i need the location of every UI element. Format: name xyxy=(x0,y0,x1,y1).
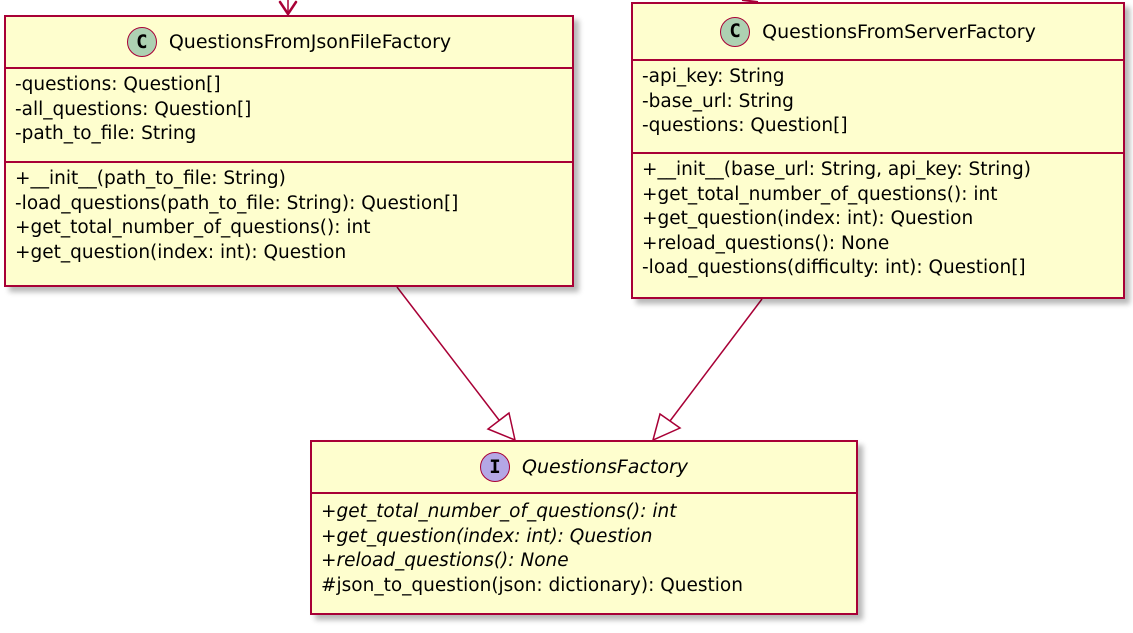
class-name: QuestionsFromServerFactory xyxy=(762,20,1036,43)
abstract-method: +reload_questions(): None xyxy=(321,550,569,571)
method: +get_question(index: int): Question xyxy=(15,241,347,263)
class-stereotype-icon: C xyxy=(126,27,157,57)
attribute: -all_questions: Question[] xyxy=(15,98,252,120)
attribute: -base_url: String xyxy=(642,90,794,112)
method: #json_to_question(json: dictionary): Que… xyxy=(321,574,743,596)
method: +__init__(base_url: String, api_key: Str… xyxy=(642,159,1031,180)
method: +reload_questions(): None xyxy=(642,232,890,254)
method: -load_questions(difficulty: int): Questi… xyxy=(642,257,1026,278)
methods-section: +get_total_number_of_questions(): int +g… xyxy=(312,494,856,602)
incoming-edge-server xyxy=(741,0,759,3)
method: +get_question(index: int): Question xyxy=(642,208,974,229)
interface-stereotype-icon: I xyxy=(479,452,510,482)
method: +__init__(path_to_file: String) xyxy=(15,168,286,189)
attribute: -api_key: String xyxy=(642,66,785,87)
realization-arrowhead-server xyxy=(651,412,682,442)
class-name: QuestionsFromJsonFileFactory xyxy=(168,31,452,53)
attributes-section: -questions: Question[] -all_questions: Q… xyxy=(6,69,572,163)
attribute: -questions: Question[] xyxy=(642,115,848,136)
class-header: C QuestionsFromJsonFileFactory xyxy=(6,17,572,69)
interface-name: QuestionsFactory xyxy=(521,456,689,478)
interface-header: I QuestionsFactory xyxy=(312,442,856,494)
abstract-method: +get_question(index: int): Question xyxy=(321,525,653,547)
attributes-section: -api_key: String -base_url: String -ques… xyxy=(633,61,1123,154)
method: +get_total_number_of_questions(): int xyxy=(15,217,371,238)
methods-section: +__init__(path_to_file: String) -load_qu… xyxy=(6,163,572,269)
method: +get_total_number_of_questions(): int xyxy=(642,183,998,205)
realization-arrowhead-json xyxy=(486,411,517,442)
method: -load_questions(path_to_file: String): Q… xyxy=(15,192,459,214)
methods-section: +__init__(base_url: String, api_key: Str… xyxy=(633,154,1123,285)
class-questions-from-server-factory: C QuestionsFromServerFactory -api_key: S… xyxy=(631,2,1125,299)
attribute: -path_to_file: String xyxy=(15,123,197,144)
realization-edge-json xyxy=(396,286,500,421)
incoming-arrowhead-json xyxy=(278,0,298,16)
realization-edge-server xyxy=(669,298,763,422)
class-questions-from-json-file-factory: C QuestionsFromJsonFileFactory -question… xyxy=(4,15,574,287)
abstract-method: +get_total_number_of_questions(): int xyxy=(321,501,677,522)
interface-questions-factory: I QuestionsFactory +get_total_number_of_… xyxy=(310,440,858,615)
attribute: -questions: Question[] xyxy=(15,74,221,95)
class-stereotype-icon: C xyxy=(720,16,751,47)
class-header: C QuestionsFromServerFactory xyxy=(633,4,1123,61)
